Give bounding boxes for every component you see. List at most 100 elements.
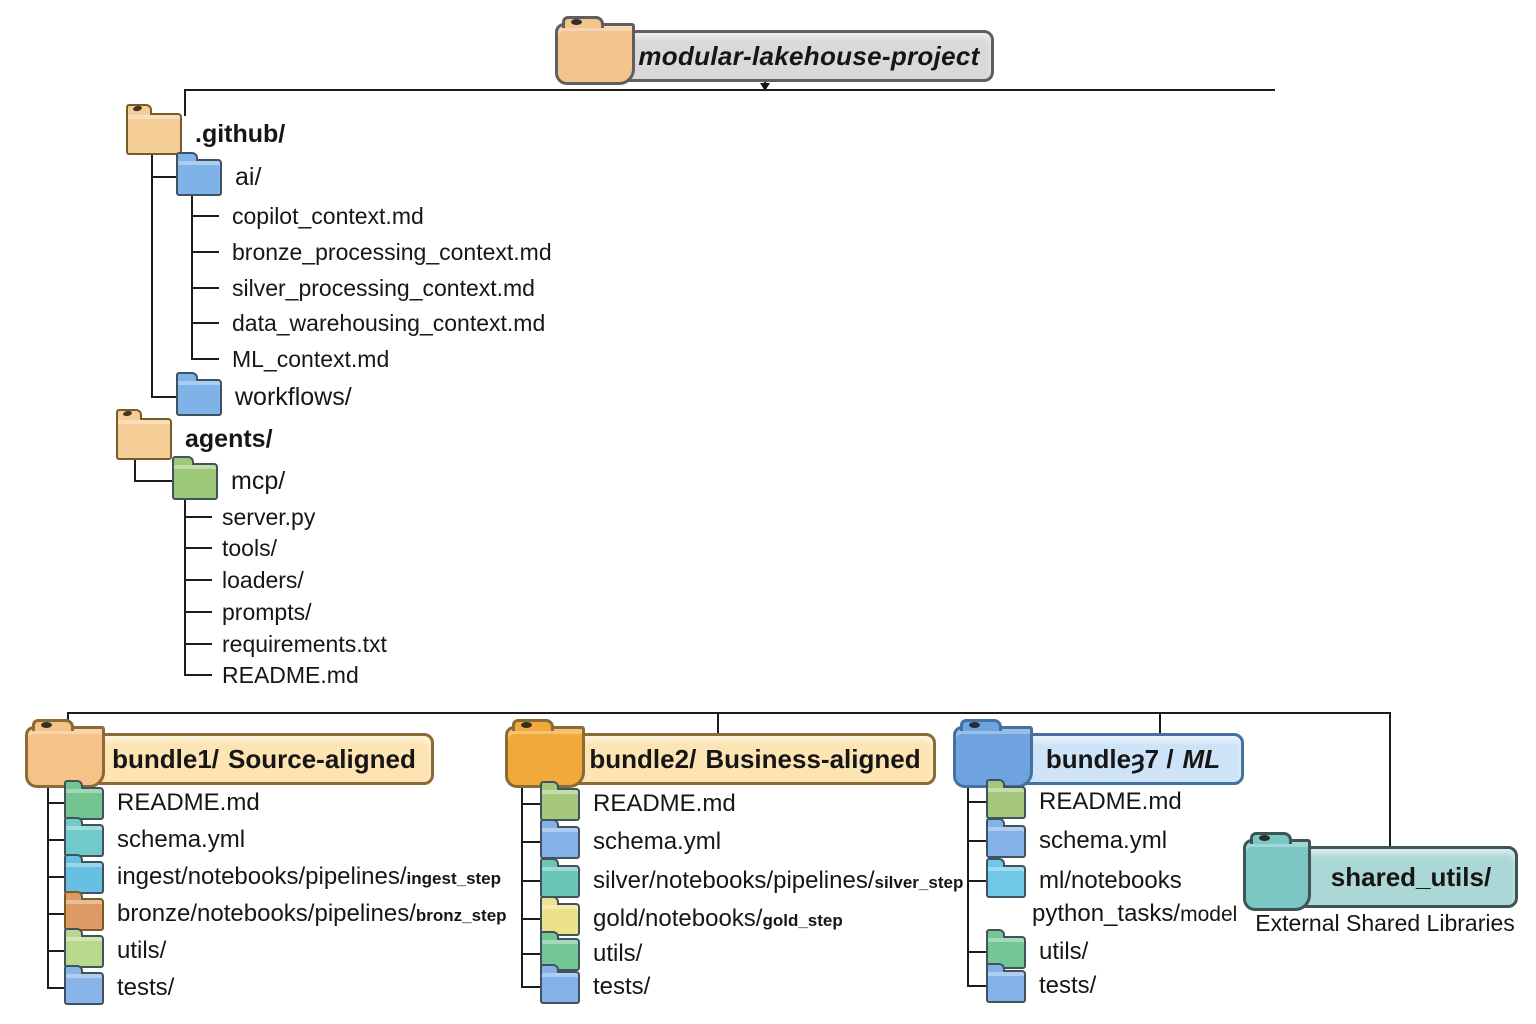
folder-dot-icon bbox=[571, 19, 582, 25]
connector-line bbox=[521, 953, 543, 955]
tree-file-label: bronze_processing_context.md bbox=[232, 238, 552, 265]
connector-line bbox=[521, 918, 543, 920]
connector-line bbox=[717, 712, 719, 735]
connector-line bbox=[521, 880, 543, 882]
folder-icon bbox=[176, 151, 222, 196]
connector-line bbox=[521, 803, 543, 805]
bundle-item-label: tests/ bbox=[1039, 972, 1097, 999]
root-project-title: modular-lakehouse-project bbox=[638, 40, 980, 71]
bundle-item-label: README.md bbox=[1039, 788, 1182, 815]
folder-icon bbox=[540, 818, 580, 859]
bundle-folder-icon bbox=[25, 719, 105, 788]
folder-dot-icon bbox=[969, 722, 980, 728]
shared-utils-title: shared_utils/ bbox=[1330, 861, 1492, 892]
folder-icon bbox=[172, 455, 218, 500]
shared-folder-icon bbox=[1243, 832, 1311, 911]
folder-icon bbox=[64, 779, 104, 820]
folder-icon bbox=[986, 857, 1026, 898]
folder-icon bbox=[176, 371, 222, 416]
connector-line bbox=[967, 779, 969, 987]
tree-file-label: requirements.txt bbox=[222, 630, 387, 657]
bundle-item-label: utils/ bbox=[593, 940, 643, 967]
connector-line bbox=[134, 456, 136, 482]
folder-icon bbox=[64, 890, 104, 931]
connector-line bbox=[184, 89, 186, 116]
connector-line bbox=[134, 480, 172, 482]
bundle-item-label: utils/ bbox=[1039, 938, 1089, 965]
connector-line bbox=[184, 547, 212, 549]
connector-line bbox=[47, 839, 68, 841]
connector-line bbox=[184, 497, 186, 676]
bundle3-title: bundleȝ7 /ML bbox=[1045, 743, 1221, 774]
folder-icon bbox=[986, 817, 1026, 858]
bundle-folder-icon bbox=[953, 719, 1033, 788]
folder-icon bbox=[64, 964, 104, 1005]
folder-icon bbox=[540, 963, 580, 1004]
connector-line bbox=[184, 579, 212, 581]
connector-line bbox=[47, 913, 68, 915]
shared-utils-caption: External Shared Libraries bbox=[1255, 910, 1515, 936]
folder-icon bbox=[64, 816, 104, 857]
bundle1-title: bundle1/Source-aligned bbox=[112, 743, 416, 774]
bundle-item-label: ml/notebooks bbox=[1039, 867, 1182, 894]
tree-file-label: ML_context.md bbox=[232, 345, 390, 372]
folder-icon bbox=[986, 962, 1026, 1003]
connector-line bbox=[151, 152, 153, 398]
bundle-item-label: README.md bbox=[117, 789, 260, 816]
connector-line bbox=[47, 987, 68, 989]
connector-line bbox=[764, 76, 766, 88]
bundle2-banner: bundle2/Business-aligned bbox=[505, 719, 936, 788]
tree-file-label: prompts/ bbox=[222, 598, 312, 625]
connector-line bbox=[184, 674, 212, 676]
tree-folder-label-workflows: workflows/ bbox=[235, 382, 352, 411]
bundle-item-label: schema.yml bbox=[1039, 827, 1168, 854]
connector-line bbox=[967, 840, 988, 842]
shared-utils-banner: shared_utils/ bbox=[1243, 832, 1518, 911]
connector-line bbox=[47, 779, 49, 989]
connector-line bbox=[184, 516, 212, 518]
folder-icon bbox=[116, 409, 172, 460]
folder-icon bbox=[126, 104, 182, 155]
bundle3-banner: bundleȝ7 /ML bbox=[953, 719, 1244, 788]
folder-icon bbox=[540, 895, 580, 936]
folder-icon bbox=[64, 927, 104, 968]
arrow-down-icon bbox=[760, 83, 770, 91]
tree-file-label: server.py bbox=[222, 503, 316, 530]
bundle-item-label: schema.yml bbox=[117, 826, 246, 853]
connector-line bbox=[1159, 712, 1161, 735]
folder-icon bbox=[540, 780, 580, 821]
bundle-item-label-line2: python_tasks/model bbox=[1032, 900, 1238, 927]
folder-icon bbox=[986, 778, 1026, 819]
bundle2-title: bundle2/Business-aligned bbox=[589, 743, 921, 774]
connector-line bbox=[191, 358, 219, 360]
connector-line bbox=[184, 643, 212, 645]
tree-file-label: silver_processing_context.md bbox=[232, 274, 535, 301]
bundle-item-label: schema.yml bbox=[593, 828, 722, 855]
bundle-item-label: utils/ bbox=[117, 937, 167, 964]
connector-line bbox=[47, 950, 68, 952]
root-folder-icon bbox=[555, 16, 635, 85]
tree-file-label: README.md bbox=[222, 661, 359, 688]
tree-file-label: data_warehousing_context.md bbox=[232, 309, 546, 336]
connector-line bbox=[967, 801, 988, 803]
bundle-item-label: silver/notebooks/pipelines/silver_step bbox=[593, 867, 964, 894]
connector-line bbox=[67, 712, 1391, 714]
connector-line bbox=[967, 985, 988, 987]
folder-icon bbox=[64, 853, 104, 894]
connector-line bbox=[184, 89, 1275, 91]
bundle-item-label: tests/ bbox=[117, 974, 175, 1001]
folder-icon bbox=[540, 857, 580, 898]
connector-line bbox=[191, 322, 219, 324]
connector-line bbox=[967, 951, 988, 953]
connector-line bbox=[151, 396, 176, 398]
bundle-item-label: tests/ bbox=[593, 973, 651, 1000]
connector-line bbox=[967, 880, 988, 882]
folder-dot-icon bbox=[132, 105, 143, 112]
tree-file-label: copilot_context.md bbox=[232, 202, 424, 229]
connector-line bbox=[1389, 712, 1391, 847]
root-project-banner: modular-lakehouse-project bbox=[555, 16, 994, 85]
connector-line bbox=[191, 287, 219, 289]
bundle-item-label: gold/notebooks/gold_step bbox=[593, 905, 843, 932]
connector-line bbox=[191, 215, 219, 217]
